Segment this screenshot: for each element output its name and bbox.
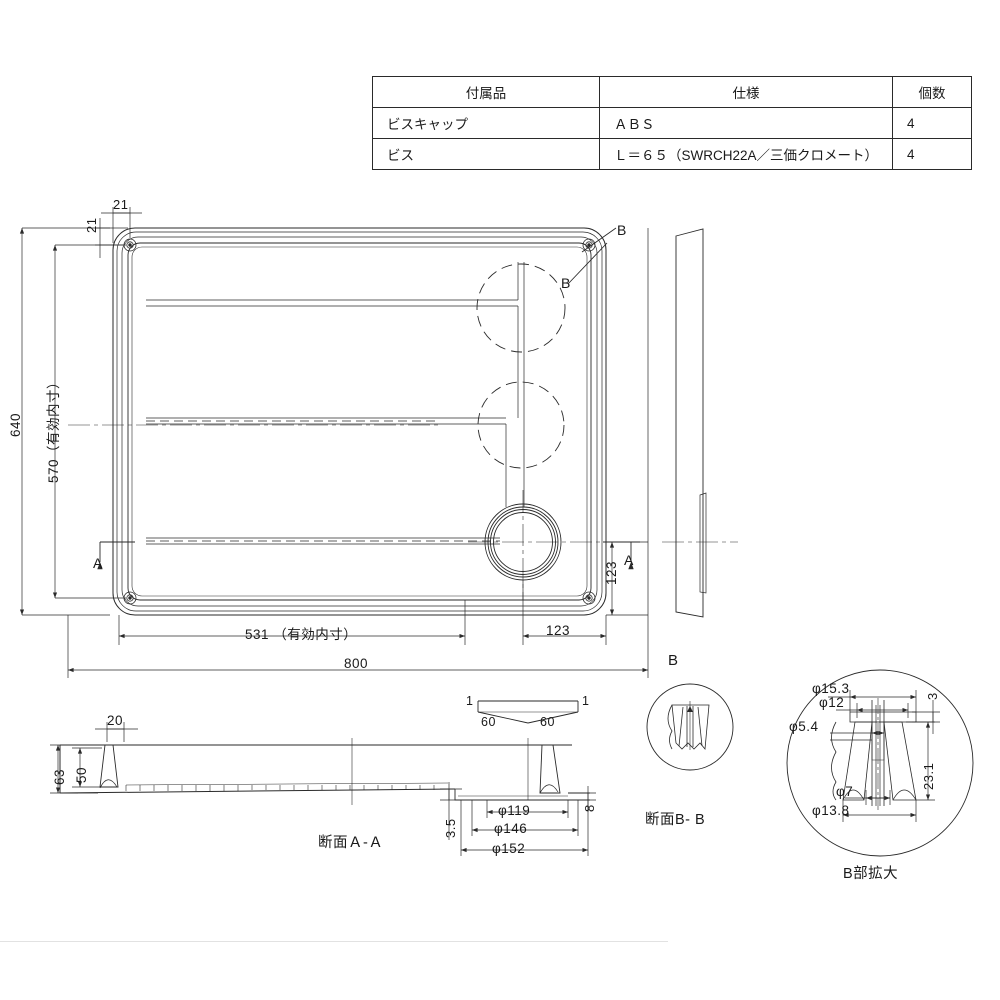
cell-qty-0: 4 — [892, 107, 972, 139]
slope-right-run: 60 — [540, 715, 555, 729]
section-aa-caption: 断面Ａ-Ａ — [318, 835, 384, 851]
sheet-bottom-rule — [0, 941, 668, 942]
dim-drain-offset-x: 123 — [546, 623, 571, 638]
plan-internal-ribs — [146, 262, 525, 545]
cell-item-1: ビス — [372, 138, 600, 170]
dim-base: φ13.8 — [812, 803, 850, 818]
detail-b-graphic — [786, 669, 974, 857]
dim-rib-width: 20 — [107, 713, 124, 728]
slope-detail-graphic — [477, 700, 579, 724]
slope-left-ratio: 1 — [466, 694, 474, 708]
plan-drain-centerlines — [68, 424, 612, 600]
section-a-marks — [97, 541, 640, 570]
table-header-row: 付属品 仕様 個数 — [372, 76, 972, 108]
dim-drain-offset-y: 123 — [604, 560, 619, 585]
dim-bore-mid: φ146 — [494, 821, 528, 836]
section-mark-a-right: A — [624, 552, 634, 568]
section-mark-b-outer: B — [617, 222, 627, 238]
dim-step: 3.5 — [443, 818, 458, 838]
section-mark-b-inner: B — [561, 275, 571, 291]
dim-bore-outer: φ152 — [492, 841, 526, 856]
dim-boss-height: 23.1 — [921, 762, 936, 790]
section-bb-graphic — [646, 683, 734, 771]
header-qty: 個数 — [892, 76, 972, 108]
dim-cap-outer: φ15.3 — [812, 681, 850, 696]
plan-alt-drain-positions — [476, 263, 566, 469]
dim-bore-inner: φ119 — [498, 803, 531, 818]
dim-screw-shaft: φ7 — [836, 784, 854, 799]
detail-b-caption: B部拡大 — [843, 866, 899, 882]
section-aa-graphic — [50, 722, 596, 856]
plan-hidden-rib — [146, 420, 500, 542]
dim-screw-head: φ5.4 — [789, 719, 819, 734]
cell-item-0: ビスキャップ — [372, 107, 600, 139]
dim-cap-thickness: 3 — [925, 692, 940, 700]
section-bb-label: B — [668, 652, 679, 669]
slope-left-run: 60 — [481, 715, 496, 729]
section-mark-a-left: A — [93, 555, 103, 571]
dim-width-inner: 531 （有効内寸） — [245, 627, 358, 642]
section-b-leaders — [567, 227, 617, 285]
dim-cap-inner: φ12 — [819, 695, 845, 710]
dim-width-overall: 800 — [344, 656, 369, 671]
accessory-table: 付属品 仕様 個数 ビスキャップ ＡＢＳ 4 ビス Ｌ＝６５（SWRCH22A／… — [372, 76, 972, 170]
dim-inner-height: 50 — [74, 766, 89, 783]
dim-corner-y: 21 — [84, 217, 99, 233]
header-item: 付属品 — [372, 76, 600, 108]
cell-qty-1: 4 — [892, 138, 972, 170]
table-row: ビス Ｌ＝６５（SWRCH22A／三価クロメート） 4 — [372, 138, 972, 170]
table-row: ビスキャップ ＡＢＳ 4 — [372, 107, 972, 139]
side-elevation-view — [662, 228, 738, 618]
dim-height-inner: 570（有効内寸） — [46, 374, 61, 483]
dim-height-overall: 640 — [8, 412, 23, 437]
cell-spec-0: ＡＢＳ — [599, 107, 893, 139]
cell-spec-1: Ｌ＝６５（SWRCH22A／三価クロメート） — [599, 138, 893, 170]
dim-lip: 8 — [582, 804, 597, 812]
slope-right-ratio: 1 — [582, 694, 590, 708]
plan-dimensions — [19, 207, 649, 678]
dim-total-height: 63 — [52, 768, 67, 785]
dim-corner-x: 21 — [113, 197, 129, 212]
header-spec: 仕様 — [599, 76, 893, 108]
section-bb-caption: 断面B- B — [645, 812, 706, 828]
plan-view-outline — [112, 227, 607, 616]
